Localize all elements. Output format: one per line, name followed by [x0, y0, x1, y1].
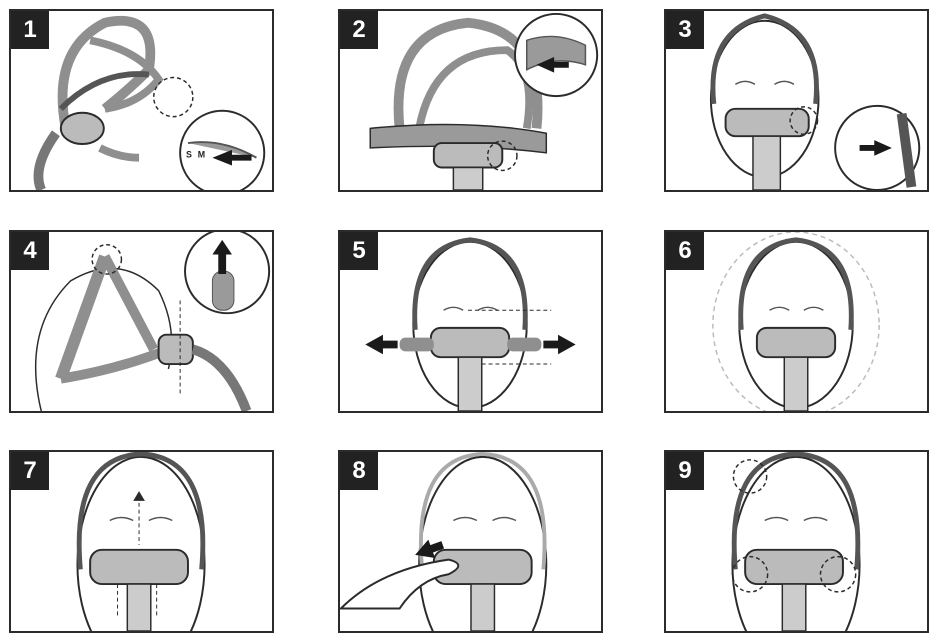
arrow-icon — [212, 149, 252, 166]
step-number: 3 — [666, 11, 704, 49]
dashed-circle-icon — [731, 555, 769, 593]
step-number: 6 — [666, 232, 704, 270]
step-4-illustration — [34, 232, 271, 411]
step-2-illustration — [369, 12, 599, 190]
dashed-circle-icon — [486, 140, 518, 172]
step-number: 1 — [11, 11, 49, 49]
step-3-illustration — [709, 13, 921, 190]
step-7-illustration — [76, 452, 206, 631]
step-number: 2 — [340, 11, 378, 49]
step-9-illustration — [731, 452, 861, 631]
dashed-circle-icon — [732, 459, 768, 494]
dashed-circle-icon — [91, 243, 123, 275]
arrow-icon — [415, 539, 445, 559]
step-3-panel: 3 — [664, 9, 929, 192]
step-6-illustration — [712, 232, 880, 411]
arrow-icon — [133, 491, 145, 501]
arrow-icon — [212, 239, 232, 275]
finger-icon — [340, 558, 460, 610]
step-5-panel: 5 — [338, 230, 603, 413]
size-label-s: S — [186, 150, 192, 160]
step-5-illustration — [365, 237, 576, 411]
arrow-icon — [365, 334, 398, 355]
step-1-illustration: S M — [33, 15, 266, 190]
dashed-circle-icon — [789, 106, 819, 135]
step-number: 8 — [340, 452, 378, 490]
step-number: 7 — [11, 452, 49, 490]
step-9-panel: 9 — [664, 450, 929, 633]
step-number: 5 — [340, 232, 378, 270]
step-number: 9 — [666, 452, 704, 490]
arrow-icon — [859, 140, 892, 156]
step-number: 4 — [11, 232, 49, 270]
dashed-circle-icon — [819, 555, 857, 593]
arrow-icon — [536, 56, 569, 73]
step-4-panel: 4 — [9, 230, 274, 413]
step-7-panel: 7 — [9, 450, 274, 633]
step-8-panel: 8 — [338, 450, 603, 633]
step-2-panel: 2 — [338, 9, 603, 192]
zoom-circle — [179, 109, 266, 190]
arrow-icon — [543, 334, 576, 355]
dashed-circle-icon — [152, 76, 194, 118]
step-6-panel: 6 — [664, 230, 929, 413]
step-1-panel: 1 S M — [9, 9, 274, 192]
size-label-m: M — [198, 150, 205, 160]
step-8-illustration — [340, 452, 548, 631]
